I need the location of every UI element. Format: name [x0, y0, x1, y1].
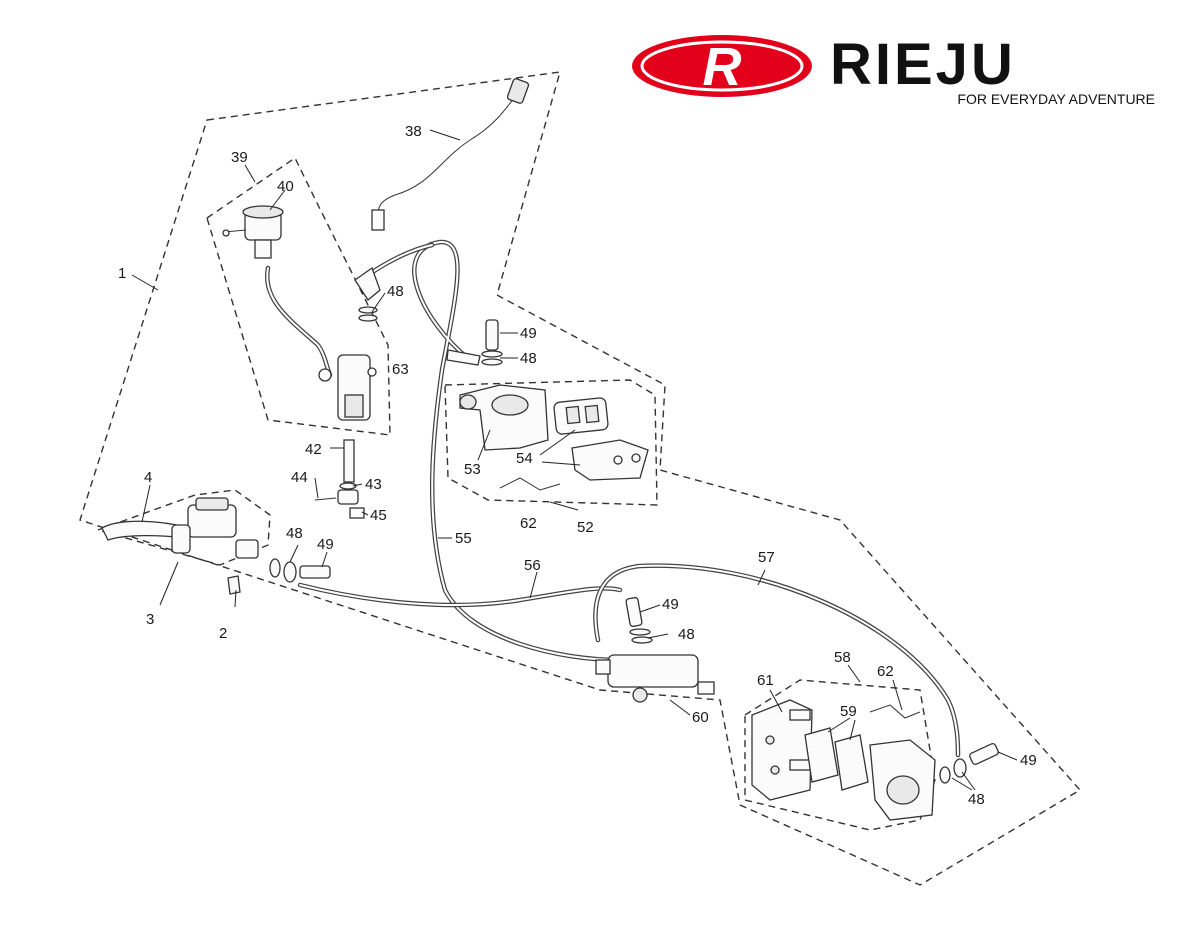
hose-55-inner	[413, 240, 621, 661]
callout-44: 44	[291, 469, 308, 486]
callout-57: 57	[758, 549, 775, 566]
front-master-cylinder	[171, 497, 259, 595]
cable-38	[377, 89, 521, 216]
bracket-52	[571, 439, 649, 481]
reservoir-hose-inner	[266, 267, 331, 376]
push-rod-42	[314, 439, 365, 519]
callout-54: 54	[516, 450, 533, 467]
callout-49-upper: 49	[520, 325, 537, 342]
pressure-switch-38	[354, 209, 385, 322]
callout-39: 39	[231, 149, 248, 166]
callout-3: 3	[146, 611, 154, 628]
brand-name: RIEJU	[830, 32, 1016, 97]
group-outline-58	[744, 679, 936, 831]
callout-48-right: 48	[968, 791, 985, 808]
group-outline-master-cylinder	[95, 489, 271, 566]
hose-63	[365, 242, 435, 278]
brake-pads-54	[553, 397, 609, 435]
callout-2: 2	[219, 625, 227, 642]
hose-57-inner	[594, 564, 959, 756]
callout-63: 63	[392, 361, 409, 378]
callout-48-upper: 48	[387, 283, 404, 300]
caliper-58	[869, 739, 936, 821]
callout-4: 4	[144, 469, 152, 486]
hose-63-inner	[367, 244, 433, 276]
callout-45: 45	[370, 507, 387, 524]
reservoir-40	[222, 205, 284, 259]
brand-tagline: FOR EVERYDAY ADVENTURE	[957, 91, 1155, 107]
pad-spring-62-upper	[499, 477, 561, 491]
group-outline-52	[444, 379, 658, 506]
banjo-bolt-right	[939, 742, 999, 784]
hose-56-inner	[299, 584, 621, 606]
callout-42: 42	[305, 441, 322, 458]
reservoir-hose	[264, 265, 333, 378]
logo-oval-highlight	[640, 40, 804, 92]
callout-62-lower: 62	[877, 663, 894, 680]
callout-40: 40	[277, 178, 294, 195]
callout-48-bolt: 48	[520, 350, 537, 367]
connector-38	[506, 78, 530, 104]
pad-spring-62-lower	[869, 704, 921, 719]
banjo-bolt-lower-left	[269, 558, 331, 583]
callout-49-lower-left: 49	[317, 536, 334, 553]
callout-52: 52	[577, 519, 594, 536]
callout-62-upper: 62	[520, 515, 537, 532]
callout-1: 1	[118, 265, 126, 282]
banjo-bolt-upper	[446, 319, 503, 366]
callout-55: 55	[455, 530, 472, 547]
group-outline-1	[79, 71, 1082, 886]
caliper-53	[459, 384, 549, 451]
logo-red-oval	[632, 35, 812, 97]
rieju-logo: R RIEJU FOR EVERYDAY ADVENTURE	[632, 32, 1155, 107]
callout-60: 60	[692, 709, 709, 726]
bracket-61	[751, 699, 813, 801]
callout-61: 61	[757, 672, 774, 689]
callout-48-middle: 48	[678, 626, 695, 643]
callout-56: 56	[524, 557, 541, 574]
callout-43: 43	[365, 476, 382, 493]
distributor-60	[595, 654, 715, 703]
callout-58: 58	[834, 649, 851, 666]
callout-38: 38	[405, 123, 422, 140]
brake-pads-59	[804, 727, 869, 791]
callout-49-middle: 49	[662, 596, 679, 613]
group-outline-39	[206, 156, 391, 436]
rear-master-cylinder	[318, 354, 377, 421]
callout-48-lower-left: 48	[286, 525, 303, 542]
banjo-bolt-middle	[625, 596, 653, 644]
leader-lines	[131, 129, 1018, 791]
callout-49-right: 49	[1020, 752, 1037, 769]
callout-labels: 1 2 3 4 38 39 40 42 43 44 45 48 48 48 48…	[118, 123, 1037, 808]
logo-letter: R	[703, 37, 742, 97]
callout-53: 53	[464, 461, 481, 478]
callout-59: 59	[840, 703, 857, 720]
hoses	[264, 78, 961, 758]
